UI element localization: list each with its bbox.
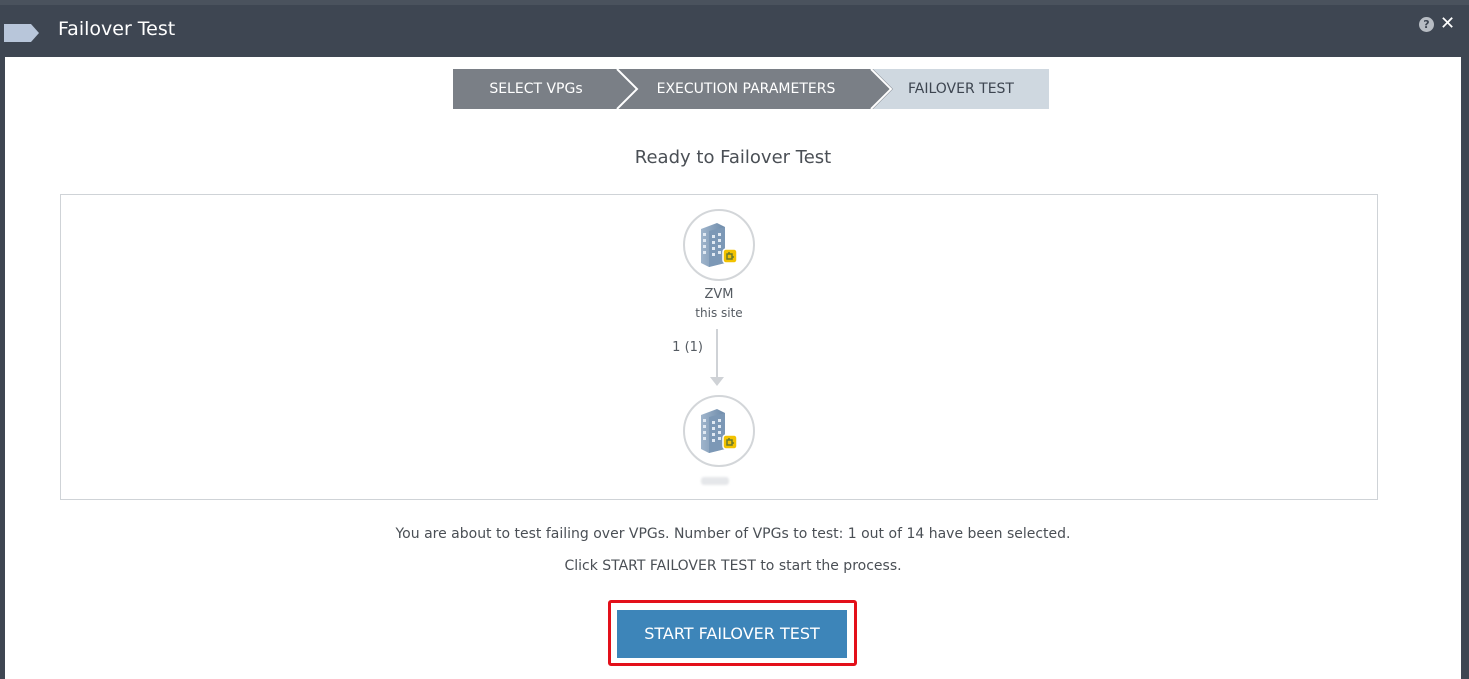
vpg-count-label: 1 (1) bbox=[672, 340, 703, 355]
building-site-icon bbox=[701, 223, 738, 267]
target-site-node[interactable] bbox=[683, 395, 755, 467]
step-separator bbox=[613, 69, 639, 109]
source-site-sub: this site bbox=[695, 306, 743, 320]
replication-diagram: ZVM this site 1 (1) bbox=[60, 194, 1378, 500]
arrow-head-icon bbox=[710, 377, 724, 386]
step-label: FAILOVER TEST bbox=[908, 81, 1014, 97]
instruction-text: Click START FAILOVER TEST to start the p… bbox=[564, 558, 902, 574]
close-icon[interactable]: ✕ bbox=[1440, 13, 1456, 34]
start-failover-test-button[interactable]: START FAILOVER TEST bbox=[617, 610, 847, 658]
highlight-box bbox=[608, 600, 857, 666]
step-execution-parameters[interactable]: EXECUTION PARAMETERS bbox=[619, 69, 873, 109]
source-site-node[interactable] bbox=[683, 209, 755, 281]
step-label: SELECT VPGs bbox=[489, 81, 583, 97]
background-strip bbox=[0, 0, 1469, 5]
target-site-name-redacted bbox=[701, 477, 729, 485]
step-failover-test[interactable]: FAILOVER TEST bbox=[873, 69, 1049, 109]
step-label: EXECUTION PARAMETERS bbox=[656, 81, 836, 97]
replication-arrow bbox=[716, 329, 718, 379]
page-heading: Ready to Failover Test bbox=[634, 147, 832, 168]
dialog-titlebar: Failover Test ? ✕ bbox=[0, 5, 1469, 57]
wizard-steps: SELECT VPGs EXECUTION PARAMETERS FAILOVE… bbox=[453, 69, 1053, 109]
help-icon[interactable]: ? bbox=[1419, 17, 1434, 32]
source-site-name: ZVM bbox=[704, 287, 734, 302]
dialog-title: Failover Test bbox=[58, 18, 176, 40]
selection-summary: You are about to test failing over VPGs.… bbox=[395, 526, 1071, 542]
step-select-vpgs[interactable]: SELECT VPGs bbox=[453, 69, 619, 109]
step-separator bbox=[867, 69, 893, 109]
building-site-icon bbox=[701, 409, 738, 453]
tag-icon bbox=[4, 24, 39, 42]
window-edge bbox=[1461, 57, 1469, 679]
dialog-body: SELECT VPGs EXECUTION PARAMETERS FAILOVE… bbox=[5, 57, 1461, 679]
